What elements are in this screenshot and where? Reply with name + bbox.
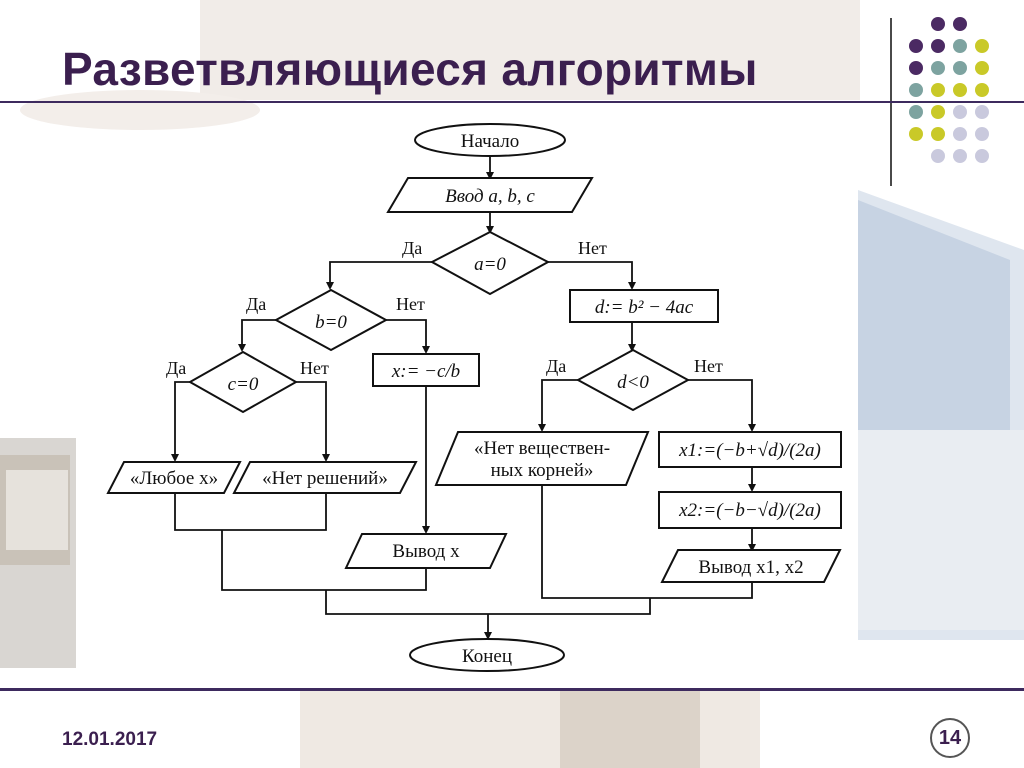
flowchart-arrowheads xyxy=(171,172,756,640)
background-monitor-left xyxy=(0,438,76,668)
decorative-dot xyxy=(975,39,989,53)
assign-x1-block: x1:=(−b+√d)/(2a) xyxy=(658,431,842,468)
flowchart-connectors xyxy=(174,156,753,638)
output-no-real-roots-line2: ных корней» xyxy=(491,460,594,481)
decorative-dot xyxy=(909,127,923,141)
output-no-solutions: «Нет решений» xyxy=(232,461,418,494)
decorative-dot xyxy=(953,105,967,119)
output-any-x: «Любое x» xyxy=(106,461,242,494)
decorative-dot xyxy=(931,17,945,31)
decorative-dot xyxy=(953,39,967,53)
output-x1-x2: Вывод x1, x2 xyxy=(660,549,842,583)
output-no-real-roots: «Нет веществен- ных корней» xyxy=(434,431,650,486)
input-block: Ввод a, b, c xyxy=(386,177,594,213)
background-monitor-right xyxy=(858,190,1024,640)
output-any-x-label: «Любое x» xyxy=(130,468,218,489)
page-number: 14 xyxy=(938,726,962,749)
decorative-dot xyxy=(975,61,989,75)
assign-d-label: d:= b² − 4ac xyxy=(595,297,694,318)
decision-b-yes-label: Да xyxy=(246,294,266,314)
assign-x2-label: x2:=(−b−√d)/(2a) xyxy=(678,500,821,521)
start-label: Начало xyxy=(461,131,520,152)
decision-b-zero: b=0 xyxy=(273,288,389,352)
decision-a-no-label: Нет xyxy=(578,238,607,258)
decorative-dot xyxy=(909,61,923,75)
background-center-blur xyxy=(20,0,860,768)
decision-d-label: d<0 xyxy=(617,372,649,393)
slide-date: 12.01.2017 xyxy=(62,729,158,750)
footer-rule xyxy=(0,688,1024,691)
output-x: Вывод x xyxy=(344,533,508,569)
decision-b-no-label: Нет xyxy=(396,294,425,314)
decorative-dot xyxy=(953,17,967,31)
decision-d-no-label: Нет xyxy=(694,356,723,376)
decorative-dot xyxy=(931,39,945,53)
decorative-dot xyxy=(953,83,967,97)
output-x-label: Вывод x xyxy=(392,541,460,562)
decorative-dot xyxy=(975,149,989,163)
title-underline xyxy=(0,101,1024,103)
decision-d-negative: d<0 xyxy=(575,348,691,412)
decorative-dot xyxy=(931,149,945,163)
assign-d-block: d:= b² − 4ac xyxy=(569,289,719,323)
output-no-real-roots-line1: «Нет веществен- xyxy=(474,438,610,459)
decorative-dot xyxy=(953,127,967,141)
decorative-dot xyxy=(975,127,989,141)
decorative-dot xyxy=(909,83,923,97)
decorative-dot xyxy=(931,83,945,97)
decision-c-label: c=0 xyxy=(228,374,259,395)
decorative-dot xyxy=(975,105,989,119)
page-number-badge: 14 xyxy=(930,718,970,758)
decision-b-label: b=0 xyxy=(315,312,347,333)
decision-c-no-label: Нет xyxy=(300,358,329,378)
start-terminal: Начало xyxy=(414,123,566,157)
decision-a-label: a=0 xyxy=(474,254,506,275)
decorative-dot xyxy=(931,61,945,75)
assign-x-label: x:= −c/b xyxy=(391,361,460,382)
input-label: Ввод a, b, c xyxy=(445,186,535,207)
output-no-solutions-label: «Нет решений» xyxy=(262,468,388,489)
decision-c-yes-label: Да xyxy=(166,358,186,378)
decorative-dot xyxy=(953,149,967,163)
decorative-dot xyxy=(975,83,989,97)
slide-title: Разветвляющиеся алгоритмы xyxy=(62,43,758,95)
decision-a-zero: a=0 xyxy=(429,230,551,296)
decision-c-zero: c=0 xyxy=(187,350,299,414)
assign-x-block: x:= −c/b xyxy=(372,353,480,387)
end-label: Конец xyxy=(462,646,512,667)
decorative-dot xyxy=(909,105,923,119)
decision-d-yes-label: Да xyxy=(546,356,566,376)
end-terminal: Конец xyxy=(409,638,565,672)
decorative-dot xyxy=(931,127,945,141)
output-x1-x2-label: Вывод x1, x2 xyxy=(698,557,803,578)
decision-a-yes-label: Да xyxy=(402,238,422,258)
assign-x2-block: x2:=(−b−√d)/(2a) xyxy=(658,491,842,529)
decorative-dot xyxy=(953,61,967,75)
assign-x1-label: x1:=(−b+√d)/(2a) xyxy=(678,440,821,461)
decorative-dot xyxy=(909,39,923,53)
decorative-dot xyxy=(931,105,945,119)
dot-grid-decoration xyxy=(909,17,989,163)
